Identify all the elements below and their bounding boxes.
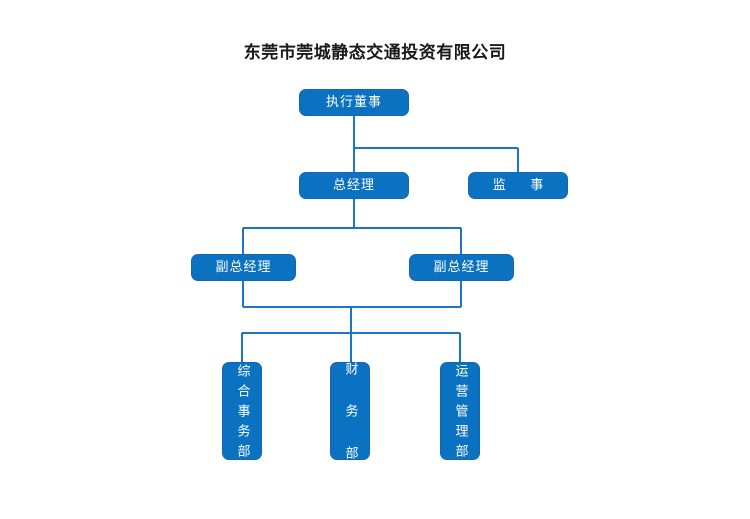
node-department-finance[interactable]: 财 务 部	[330, 362, 370, 466]
node-supervisor[interactable]: 监 事	[468, 172, 568, 199]
node-deputy-general-manager-right[interactable]: 副总经理	[409, 254, 514, 281]
node-deputy-general-manager-left[interactable]: 副总经理	[191, 254, 296, 281]
node-general-manager[interactable]: 总经理	[299, 172, 409, 199]
node-executive-director[interactable]: 执行董事	[299, 89, 409, 116]
node-department-general-affairs[interactable]: 综合事务部	[222, 362, 262, 464]
node-department-operations[interactable]: 运营管理部	[440, 362, 480, 464]
page-title: 东莞市莞城静态交通投资有限公司	[243, 43, 507, 63]
